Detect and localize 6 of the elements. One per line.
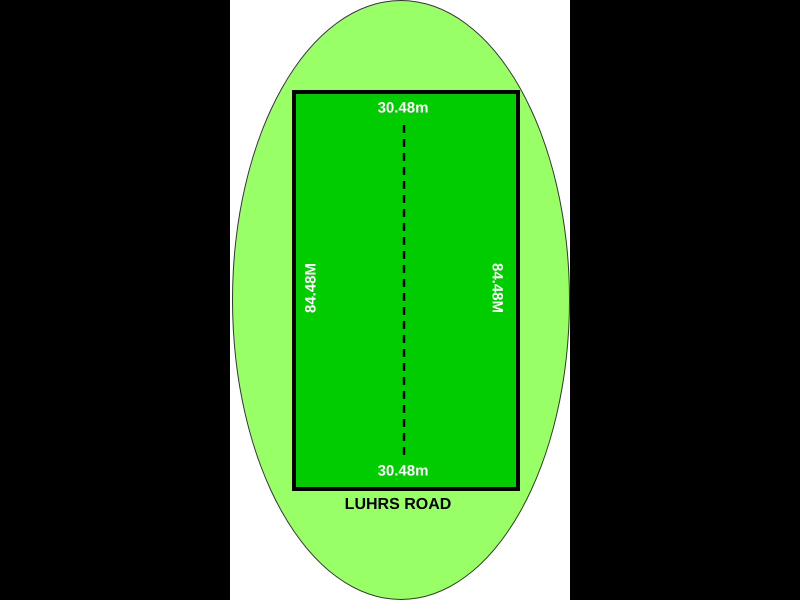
road-name: LUHRS ROAD [344,497,452,513]
lot-rectangle [292,90,520,491]
dimension-text: 84.48M [490,262,504,314]
dimension-text: 30.48m [378,100,428,116]
dimension-text: 30.48m [378,464,428,478]
dimension-text: 84.48M [304,262,318,314]
